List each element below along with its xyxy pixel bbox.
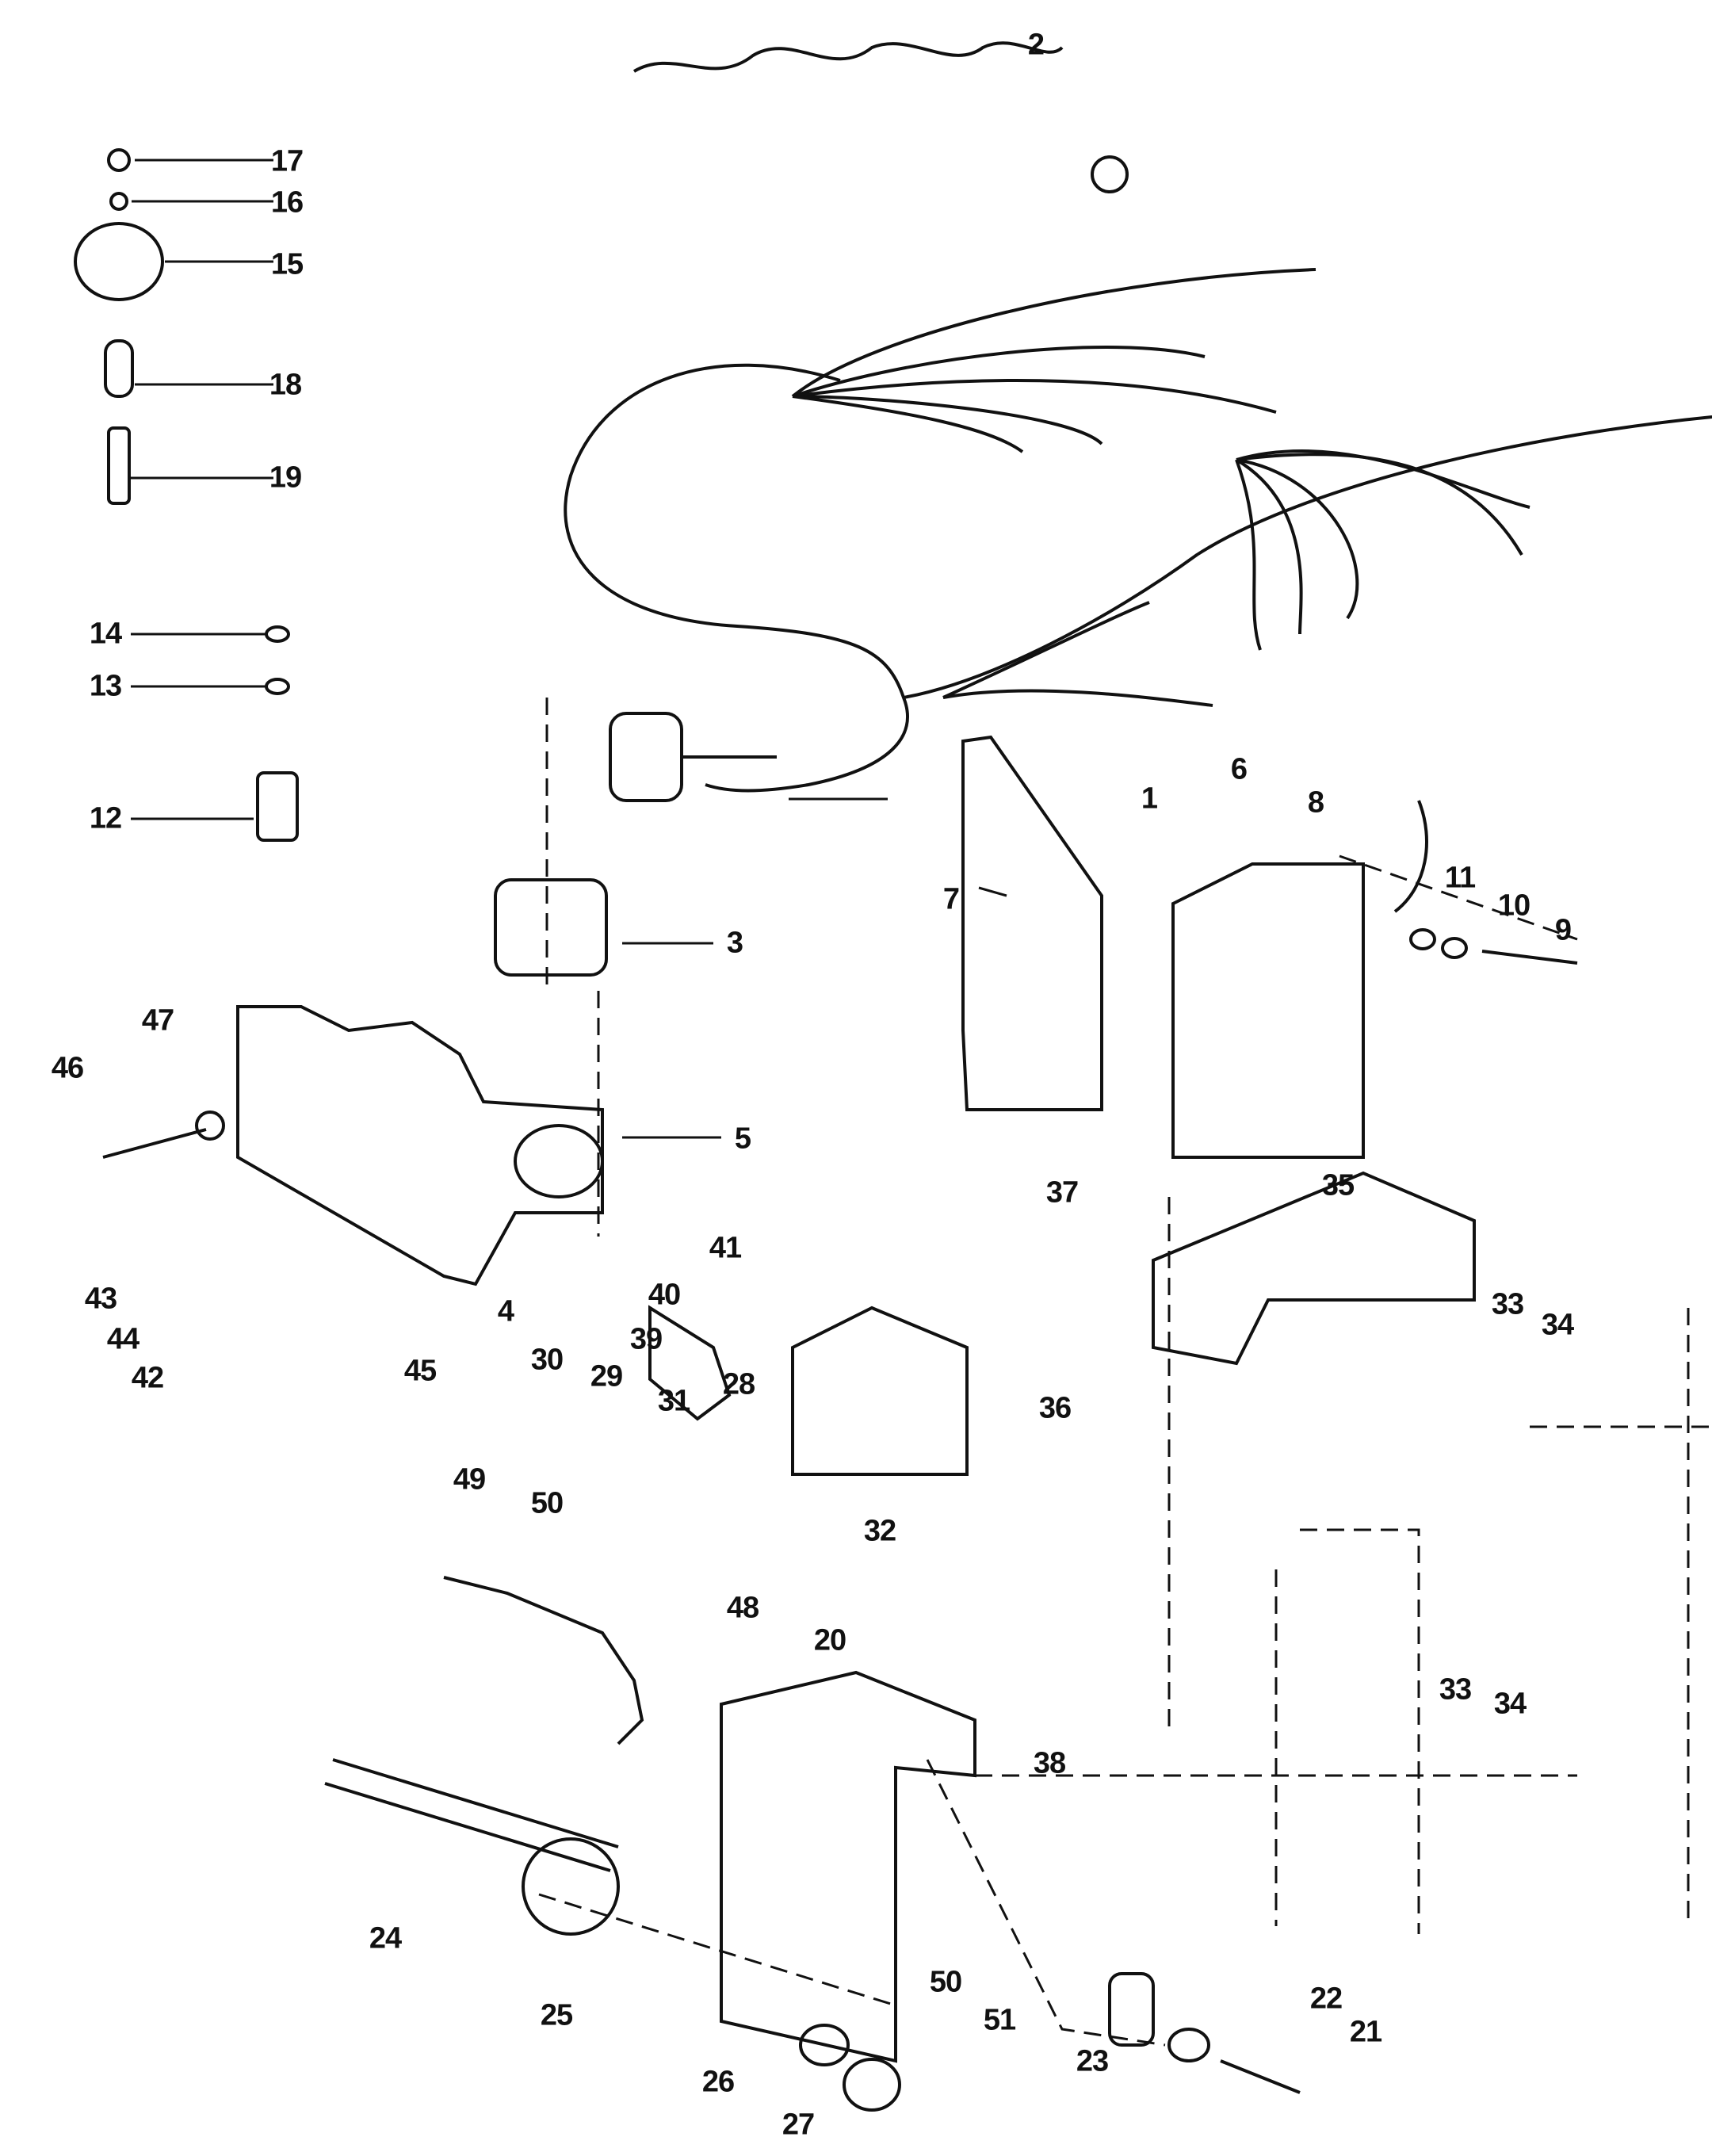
callout-23: 23 (1076, 2044, 1109, 2078)
callout-26: 26 (701, 2065, 735, 2099)
callout-2: 2 (1027, 28, 1045, 62)
callout-21: 21 (1349, 2015, 1382, 2049)
callout-35: 35 (1321, 1168, 1355, 1202)
callout-6: 6 (1230, 752, 1248, 786)
callout-48: 48 (726, 1591, 759, 1625)
callout-5: 5 (734, 1122, 751, 1156)
callout-7: 7 (942, 882, 960, 916)
callout-31: 31 (657, 1384, 690, 1418)
callout-44: 44 (106, 1322, 139, 1356)
callout-37: 37 (1045, 1175, 1079, 1210)
callout-38: 38 (1033, 1746, 1066, 1780)
callout-43: 43 (84, 1282, 117, 1316)
parts (74, 148, 1578, 2112)
callout-16: 16 (270, 185, 304, 220)
callout-34a: 34 (1541, 1308, 1574, 1342)
callout-36: 36 (1038, 1391, 1072, 1425)
leader-lines (131, 159, 1007, 1139)
callout-29: 29 (590, 1359, 623, 1393)
callout-18: 18 (269, 368, 302, 402)
callout-24: 24 (369, 1921, 402, 1955)
alignment-lines (538, 698, 1712, 2047)
callout-28: 28 (722, 1367, 755, 1401)
callout-1: 1 (1141, 782, 1158, 816)
callout-13: 13 (89, 669, 122, 703)
callout-22: 22 (1309, 1982, 1343, 2016)
callout-49: 49 (453, 1462, 486, 1497)
callout-12: 12 (89, 801, 122, 835)
callout-42: 42 (131, 1361, 164, 1395)
callout-20: 20 (813, 1623, 846, 1657)
callout-45: 45 (403, 1354, 437, 1388)
callout-33a: 33 (1491, 1287, 1524, 1321)
callout-8: 8 (1307, 786, 1324, 820)
callout-46: 46 (51, 1051, 84, 1085)
callout-9: 9 (1554, 913, 1572, 947)
callout-50a: 50 (530, 1486, 564, 1520)
callout-34b: 34 (1493, 1687, 1527, 1721)
callout-10: 10 (1497, 889, 1530, 923)
callout-47: 47 (141, 1003, 174, 1038)
callout-15: 15 (270, 247, 304, 281)
callout-32: 32 (863, 1514, 896, 1548)
callout-11: 11 (1444, 861, 1476, 895)
callout-4: 4 (497, 1294, 514, 1328)
wiring-harness (564, 41, 1712, 802)
callout-14: 14 (89, 617, 122, 651)
callout-17: 17 (270, 144, 304, 178)
callout-41: 41 (709, 1231, 742, 1265)
callout-25: 25 (540, 1998, 573, 2032)
callout-3: 3 (726, 926, 743, 960)
callout-27: 27 (781, 2108, 815, 2142)
callout-51: 51 (983, 2003, 1016, 2037)
callout-39: 39 (629, 1322, 663, 1356)
callout-30: 30 (530, 1343, 564, 1377)
callout-40: 40 (648, 1278, 681, 1312)
callout-33b: 33 (1439, 1672, 1472, 1707)
callout-50b: 50 (929, 1965, 962, 1999)
callout-19: 19 (269, 461, 302, 495)
